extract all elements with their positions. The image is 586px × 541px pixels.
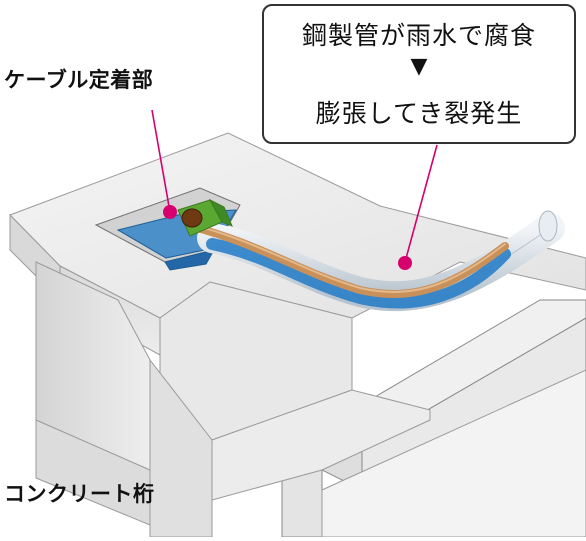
cable-anchor-label: ケーブル定着部 [4, 68, 154, 92]
deck-lower [321, 369, 586, 538]
pipe-leader-dot [398, 256, 412, 270]
pipe-water [206, 238, 511, 309]
callout-line-1: 鋼製管が雨水で腐食 [301, 21, 536, 50]
concrete-girder-label: コンクリート桁 [4, 482, 155, 506]
anchor-box-bottom [164, 249, 216, 271]
girder-cross-beam [211, 389, 431, 501]
anchor-leader-dot [163, 205, 177, 219]
anchor-leader-line [151, 109, 171, 213]
pipe-end [538, 210, 558, 242]
corrosion-callout: 鋼製管が雨水で腐食 ▼ 膨張してき裂発生 [262, 4, 576, 144]
pipe-leader-line [404, 144, 438, 263]
cable-head [181, 208, 203, 228]
callout-line-2: 膨張してき裂発生 [315, 99, 523, 128]
cable [186, 222, 509, 298]
callout-down-arrow-icon: ▼ [410, 54, 428, 79]
deck-web [281, 469, 323, 538]
cable-highlight [189, 223, 506, 293]
anchor-plate-side [208, 198, 233, 227]
